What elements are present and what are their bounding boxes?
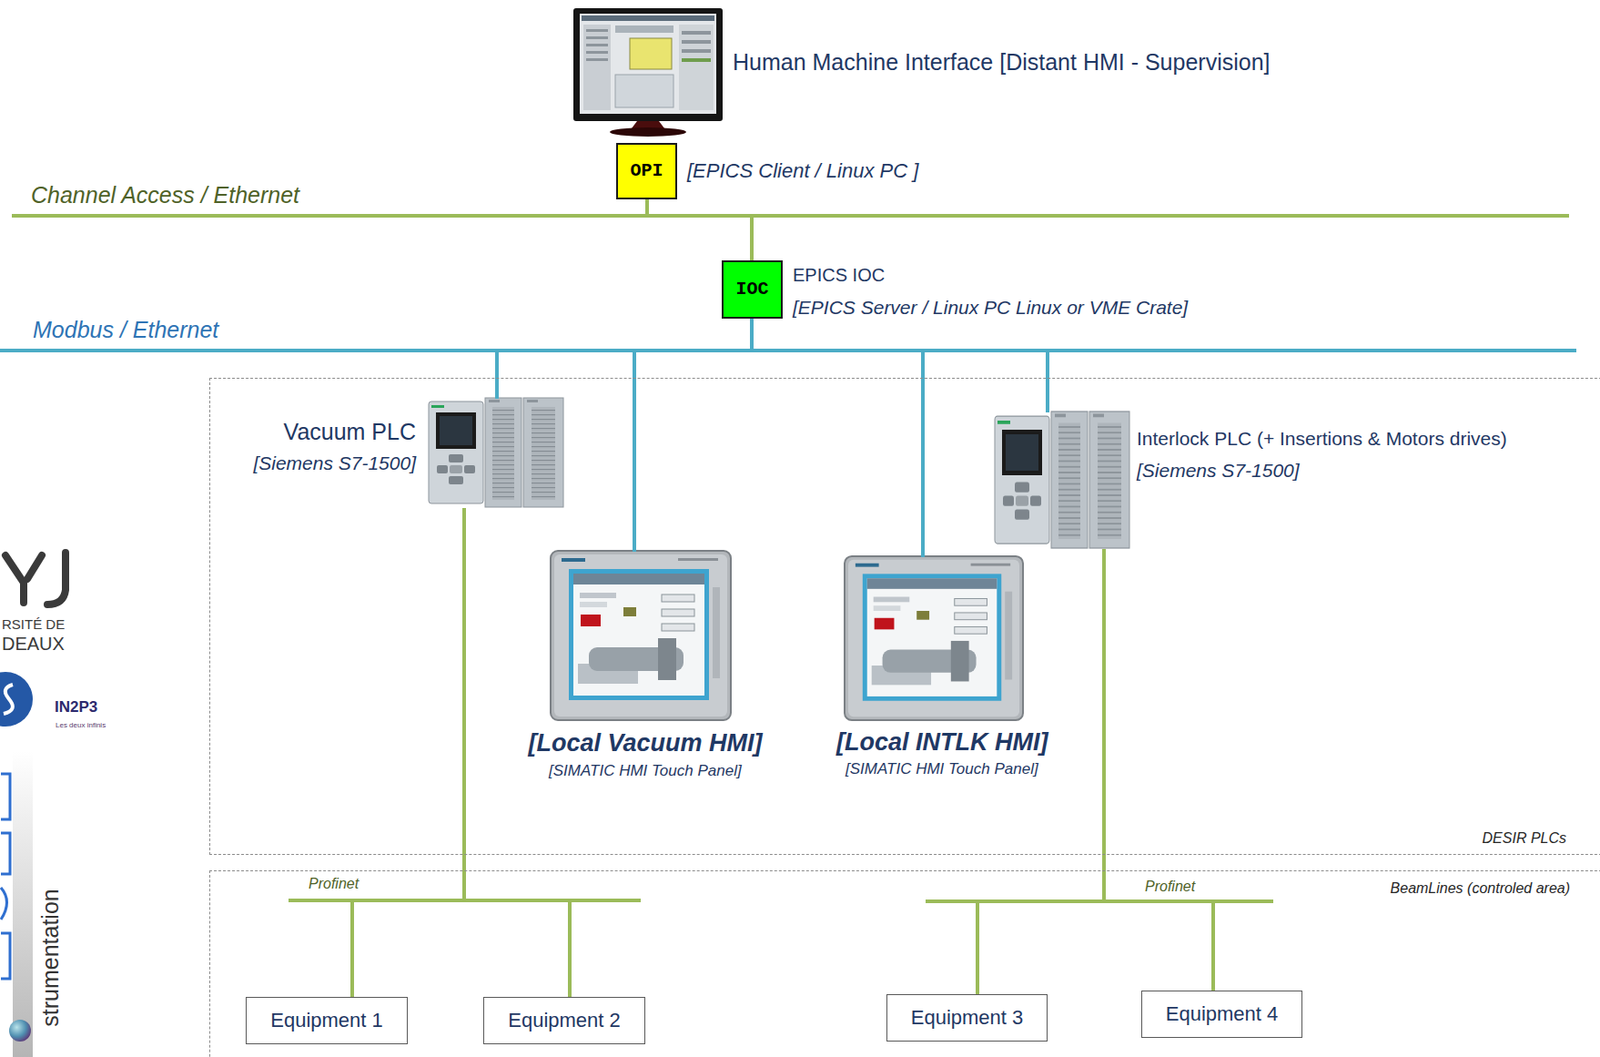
hmi-monitor-illustration: [586, 43, 608, 47]
node-title: [Local INTLK HMI]: [836, 727, 1048, 757]
cenbg-logo: [0, 773, 11, 979]
logo-text: Les deux infinis: [55, 720, 106, 730]
bus-label: Channel Access / Ethernet: [30, 181, 300, 209]
equipment-box: Equipment 3: [886, 993, 1048, 1042]
cenbg-logo: [12, 750, 33, 1057]
equipment-box: Equipment 4: [1141, 990, 1303, 1038]
profinet-bus-stub: [288, 898, 355, 902]
interlock-panel-illustration: [844, 556, 1023, 720]
box-label: Equipment 2: [507, 1008, 621, 1033]
cnrs-logo: [0, 671, 33, 727]
hmi-monitor-illustration: [615, 25, 674, 33]
node-title: Interlock PLC (+ Insertions & Motors dri…: [1136, 426, 1508, 450]
box-label: OPI: [629, 160, 663, 183]
network-link: [749, 318, 754, 349]
interlock-plc: Interlock PLC (+ Insertions & Motors dri…: [995, 412, 1131, 549]
equipment-box: Equipment 1: [245, 996, 408, 1044]
interlock-plc-illustration: [994, 411, 1130, 548]
bordeaux-logo: [5, 555, 24, 603]
bordeaux-logo: [5, 552, 66, 605]
node-title: Vacuum PLC: [283, 417, 416, 446]
hmi-monitor-illustration: [681, 30, 711, 35]
vacuum-plc: Vacuum PLC[Siemens S7-1500]: [429, 398, 565, 508]
bus-label: Modbus / Ethernet: [32, 315, 219, 344]
logo-text: IN2P3: [54, 698, 98, 717]
hmi-monitor-illustration: [629, 38, 672, 70]
hmi-monitor-illustration: [573, 8, 723, 137]
channel-access-bus: Channel Access / Ethernet: [11, 213, 1570, 218]
equipment-box: Equipment 2: [483, 996, 646, 1044]
network-link: [645, 199, 649, 214]
bordeaux-logo: [47, 552, 66, 605]
local-interlock-hmi: [Local INTLK HMI][SIMATIC HMI Touch Pane…: [845, 556, 1024, 721]
beamline-area: BeamLines (controled area) Equipment 1 Equ…: [209, 870, 1600, 1057]
box-label: Equipment 3: [911, 1005, 1024, 1030]
node-note: [EPICS Server / Linux PC Linux or VME Cr…: [792, 295, 1188, 319]
opi-box: OPI[EPICS Client / Linux PC ]: [616, 142, 678, 200]
node-note: [EPICS Client / Linux PC ]: [687, 159, 919, 183]
hmi-monitor-illustration: [586, 58, 608, 61]
vacuum-plc-illustration: [428, 397, 564, 507]
hmi-monitor-illustration: [631, 121, 665, 129]
link-label: Profinet: [306, 874, 361, 892]
cnrs-logo: [0, 671, 33, 727]
node-note: [SIMATIC HMI Touch Panel]: [845, 759, 1039, 779]
network-link: [1045, 352, 1050, 413]
modbus-bus: Modbus / Ethernet: [0, 348, 1577, 353]
node-note: [Siemens S7-1500]: [1136, 458, 1300, 482]
hmi-monitor: Human Machine Interface [Distant HMI - S…: [573, 8, 723, 133]
hmi-monitor-illustration: [681, 58, 711, 62]
node-note: [Siemens S7-1500]: [253, 451, 416, 475]
link-label: Profinet: [1143, 877, 1197, 895]
cnrs-logo: [3, 684, 13, 714]
node-title: EPICS IOC: [792, 263, 885, 286]
network-link: [921, 352, 925, 557]
desir-plc-area: DESIR PLCsVacuum PLC[Siemens S7-1500]Int…: [209, 377, 1600, 855]
logo-text: RSITÉ DE: [1, 616, 65, 633]
cenbg-logo: [0, 932, 11, 979]
profinet-bus-stub: [1211, 899, 1274, 903]
hmi-monitor-illustration: [678, 24, 714, 111]
hmi-monitor-illustration: [581, 15, 715, 21]
ioc-box: IOCEPICS IOC[EPICS Server / Linux PC Lin…: [721, 260, 783, 319]
box-label: IOC: [735, 278, 769, 301]
node-note: [SIMATIC HMI Touch Panel]: [548, 761, 742, 780]
network-link: [632, 352, 637, 552]
network-link: [352, 507, 465, 997]
box-label: Equipment 4: [1165, 1002, 1279, 1026]
logo-text: DEAUX: [1, 632, 65, 655]
profinet-bus-stub: [567, 898, 641, 902]
hmi-monitor-illustration: [586, 36, 608, 40]
cenbg-logo: [0, 887, 8, 920]
hmi-monitor-illustration: [615, 74, 674, 108]
hmi-monitor-illustration: [609, 127, 687, 137]
vacuum-panel-illustration: [550, 550, 731, 720]
hmi-monitor-illustration: [586, 50, 608, 54]
hmi-monitor-illustration: [681, 40, 711, 44]
network-link: [749, 217, 754, 261]
profinet-bus-stub: [925, 899, 980, 903]
bordeaux-logo: [27, 555, 42, 579]
hmi-monitor-illustration: [681, 49, 711, 53]
area-label: DESIR PLCs: [1482, 829, 1567, 847]
node-title: Human Machine Interface [Distant HMI - S…: [732, 48, 1271, 76]
network-link: [1103, 548, 1214, 991]
hmi-monitor-illustration: [573, 8, 723, 122]
logo-text: strumentation: [35, 888, 63, 1026]
local-vacuum-hmi: [Local Vacuum HMI][SIMATIC HMI Touch Pan…: [551, 551, 732, 721]
cenbg-logo: [9, 1019, 31, 1042]
cenbg-logo: [0, 750, 33, 1057]
cenbg-logo: [0, 773, 11, 820]
cenbg-logo: [0, 832, 11, 874]
hmi-monitor-illustration: [586, 29, 608, 32]
hmi-monitor-illustration: [579, 13, 717, 114]
area-label: BeamLines (controled area): [1390, 879, 1570, 897]
box-label: Equipment 1: [270, 1008, 384, 1033]
hmi-monitor-illustration: [583, 24, 611, 111]
network-link: [495, 352, 499, 399]
node-title: [Local Vacuum HMI]: [528, 728, 763, 758]
